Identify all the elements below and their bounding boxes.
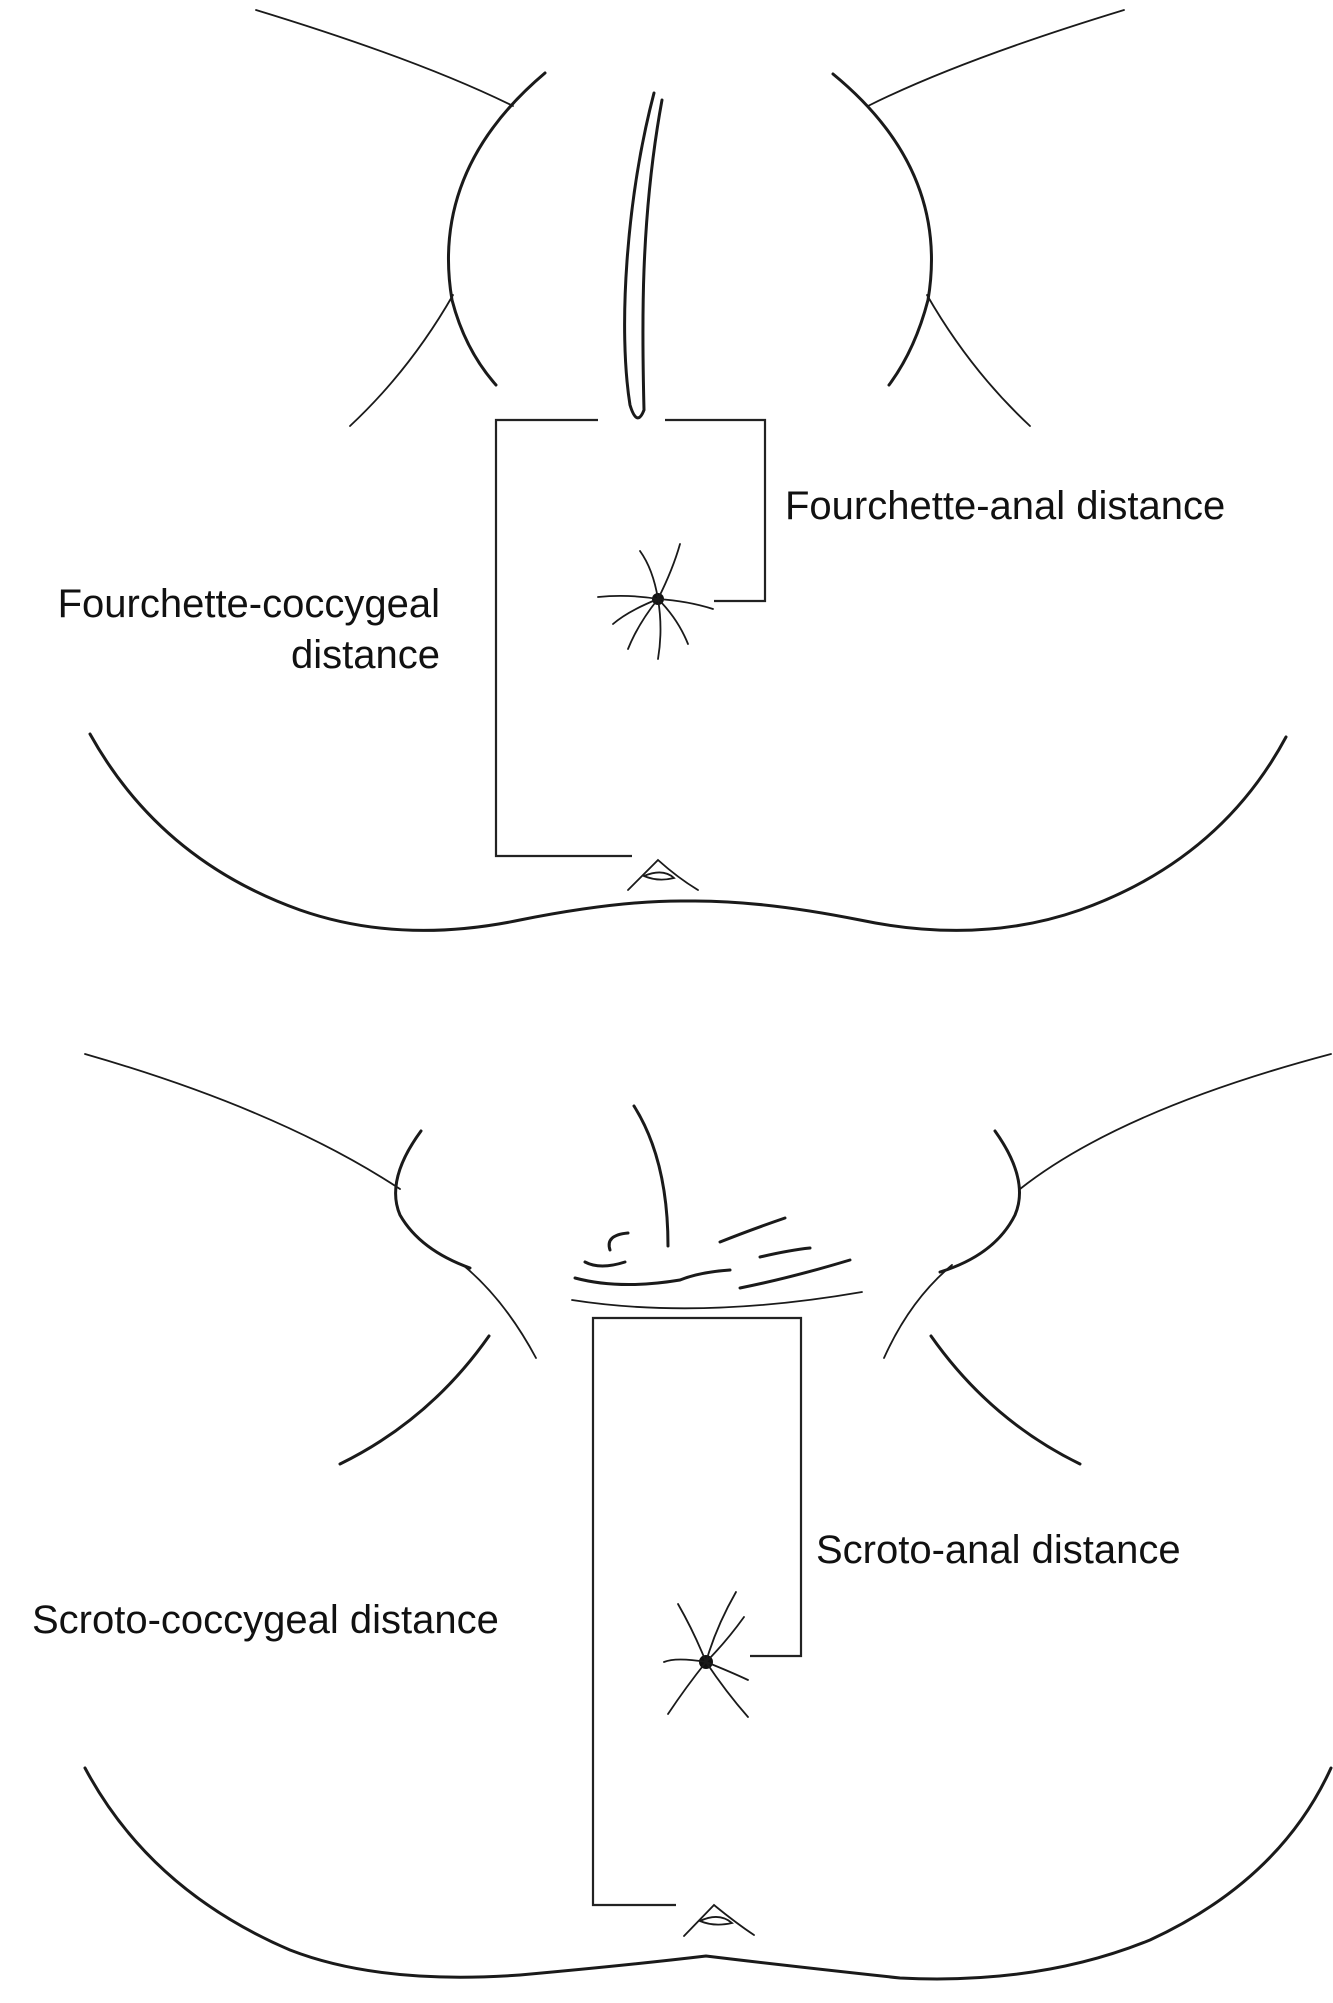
right-scrotum-outline xyxy=(938,1129,1021,1274)
anus-icon xyxy=(663,1591,749,1718)
fourchette-coccygeal-label-line2: distance xyxy=(291,633,440,677)
coccyx-icon xyxy=(627,858,699,891)
right-thigh-line xyxy=(1019,1053,1332,1190)
fourchette-anal-label: Fourchette-anal distance xyxy=(785,484,1225,528)
right-lower-fold xyxy=(926,294,1031,427)
fourchette-anal-bracket xyxy=(665,418,767,603)
left-lower-fold xyxy=(338,1334,491,1466)
right-labium-outline xyxy=(831,72,933,387)
right-thigh-line xyxy=(867,9,1125,107)
scrotal-folds xyxy=(571,1216,863,1310)
fourchette-coccygeal-bracket xyxy=(494,418,632,858)
scroto-anal-label: Scroto-anal distance xyxy=(816,1528,1181,1572)
right-groin-fold xyxy=(883,1264,953,1359)
coccyx-icon xyxy=(683,1903,755,1937)
left-labium-outline xyxy=(447,71,547,387)
fourchette-coccygeal-label-line1: Fourchette-coccygeal xyxy=(58,582,440,626)
anus-icon xyxy=(597,543,714,660)
buttocks-outline xyxy=(83,1766,1333,1981)
left-lower-fold xyxy=(349,294,454,427)
female-diagram: Fourchette-anal distance Fourchette-cocc… xyxy=(58,9,1288,932)
vaginal-slit xyxy=(623,91,664,420)
left-thigh-line xyxy=(84,1053,401,1190)
male-diagram: Scroto-anal distance Scroto-coccygeal di… xyxy=(32,1053,1333,1981)
left-scrotum-outline xyxy=(394,1129,472,1270)
left-groin-fold xyxy=(462,1264,537,1359)
buttocks-outline xyxy=(88,732,1288,932)
left-thigh-line xyxy=(255,9,514,107)
scroto-coccygeal-label: Scroto-coccygeal distance xyxy=(32,1598,499,1642)
penile-line xyxy=(632,1104,670,1248)
scroto-coccygeal-bracket xyxy=(591,1316,803,1907)
right-lower-fold xyxy=(929,1334,1082,1466)
